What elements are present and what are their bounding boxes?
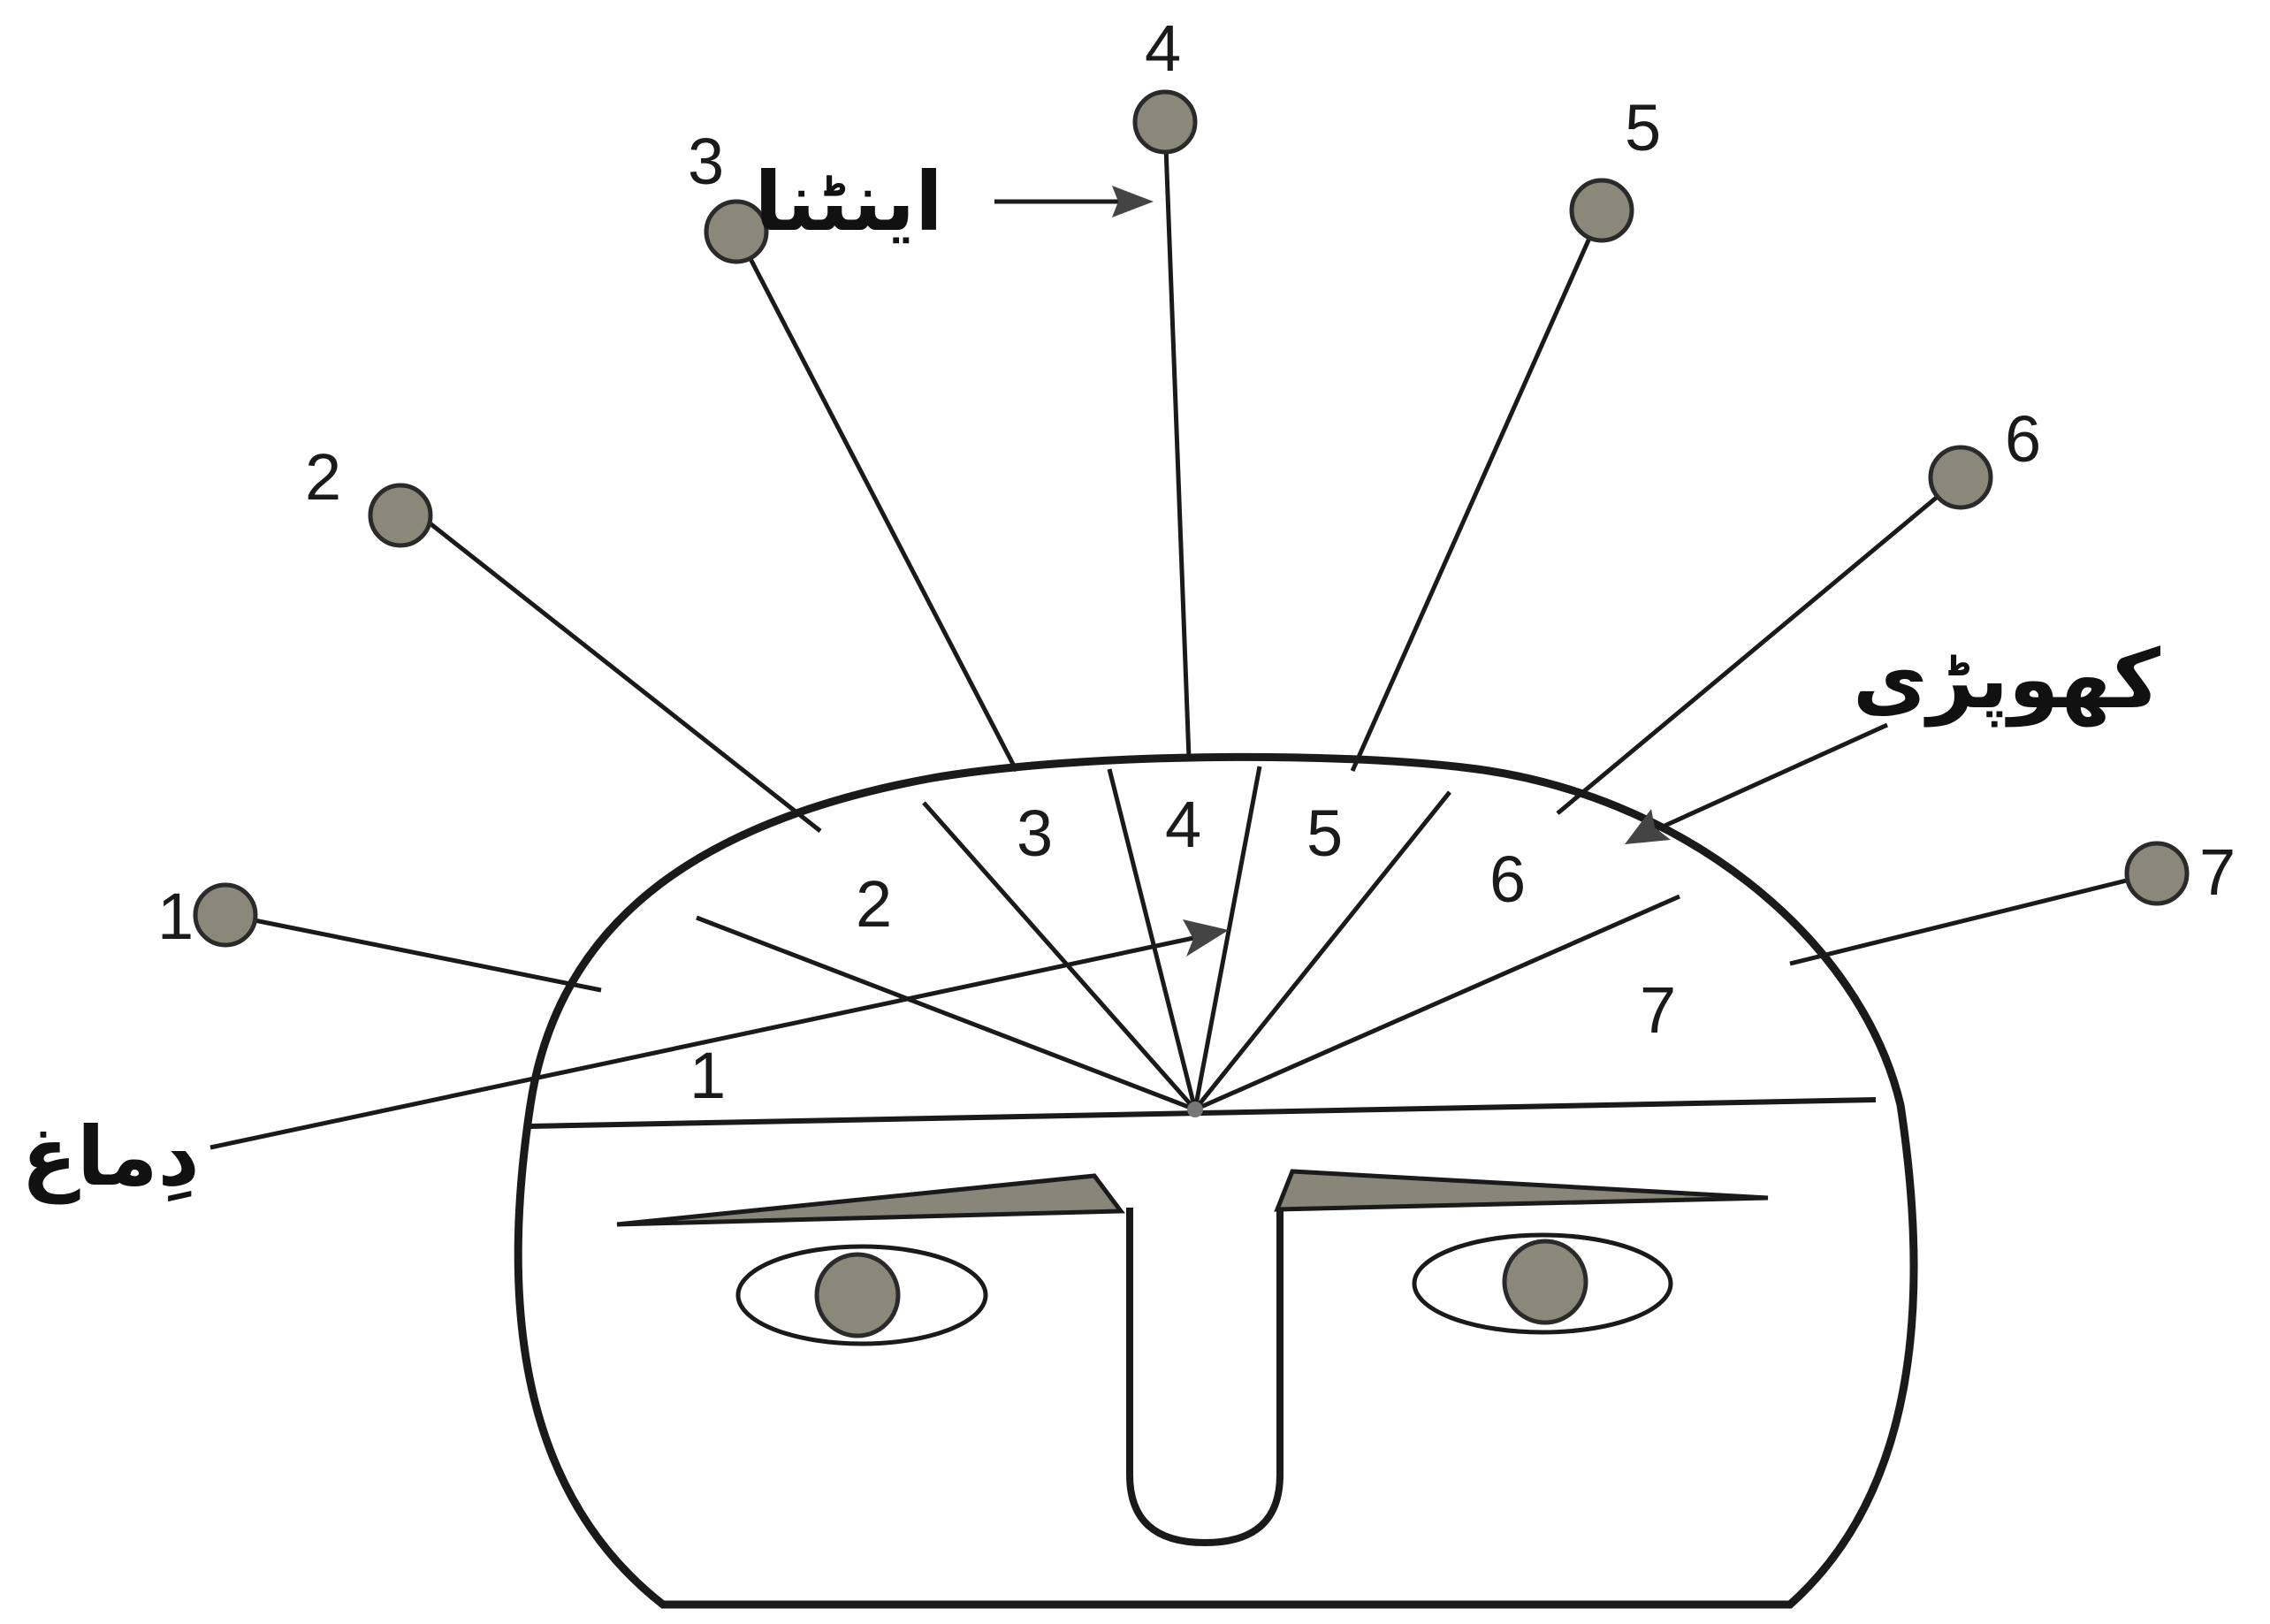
segment-line-1 bbox=[697, 918, 1195, 1109]
segment-number-5: 5 bbox=[1306, 797, 1343, 870]
antenna-ball-1 bbox=[195, 885, 255, 945]
antenna-line-7 bbox=[1790, 873, 2155, 964]
antenna-ball-2 bbox=[370, 485, 430, 545]
antenna-number-6: 6 bbox=[2005, 402, 2041, 476]
antenna-line-3 bbox=[736, 232, 1017, 771]
segment-number-3: 3 bbox=[1017, 797, 1053, 870]
antenna-ball-6 bbox=[1931, 447, 1991, 507]
antenna-line-4 bbox=[1165, 124, 1189, 759]
left-eyebrow bbox=[617, 1176, 1121, 1224]
antenna-ball-5 bbox=[1572, 180, 1632, 240]
antenna-number-2: 2 bbox=[305, 440, 341, 514]
skull-label-arrow bbox=[1625, 725, 1887, 844]
skull-label: کھوپڑی bbox=[1853, 632, 2161, 728]
head-outline bbox=[518, 757, 1914, 1605]
nose bbox=[1130, 1208, 1280, 1543]
antenna-number-7: 7 bbox=[2199, 835, 2236, 909]
segment-line-6 bbox=[1195, 896, 1680, 1109]
antenna-line-2 bbox=[420, 515, 820, 831]
left-pupil bbox=[817, 1254, 898, 1336]
segment-number-1: 1 bbox=[689, 1039, 726, 1112]
segment-number-7: 7 bbox=[1640, 973, 1676, 1047]
segment-number-2: 2 bbox=[856, 867, 892, 941]
brain-center-dot bbox=[1187, 1102, 1203, 1117]
antenna-number-5: 5 bbox=[1625, 91, 1661, 164]
antenna-label: اینٹنا bbox=[754, 155, 942, 249]
antenna-line-5 bbox=[1352, 210, 1602, 771]
segment-number-4: 4 bbox=[1165, 788, 1201, 861]
antenna-ball-7 bbox=[2127, 843, 2187, 903]
arrowhead-right-icon bbox=[1112, 186, 1154, 217]
antenna-label-arrow bbox=[994, 186, 1154, 217]
antenna-number-1: 1 bbox=[157, 880, 194, 953]
antenna-number-4: 4 bbox=[1145, 11, 1181, 85]
left-eye bbox=[738, 1247, 986, 1344]
antenna-line-1 bbox=[228, 915, 601, 990]
right-pupil bbox=[1504, 1241, 1586, 1323]
antenna-number-3: 3 bbox=[688, 125, 724, 198]
right-eyebrow bbox=[1277, 1171, 1768, 1209]
brain-label: دِماغ bbox=[21, 1109, 200, 1204]
antenna-ball-4 bbox=[1135, 92, 1195, 152]
segment-number-6: 6 bbox=[1489, 842, 1526, 916]
right-eye bbox=[1414, 1235, 1671, 1332]
